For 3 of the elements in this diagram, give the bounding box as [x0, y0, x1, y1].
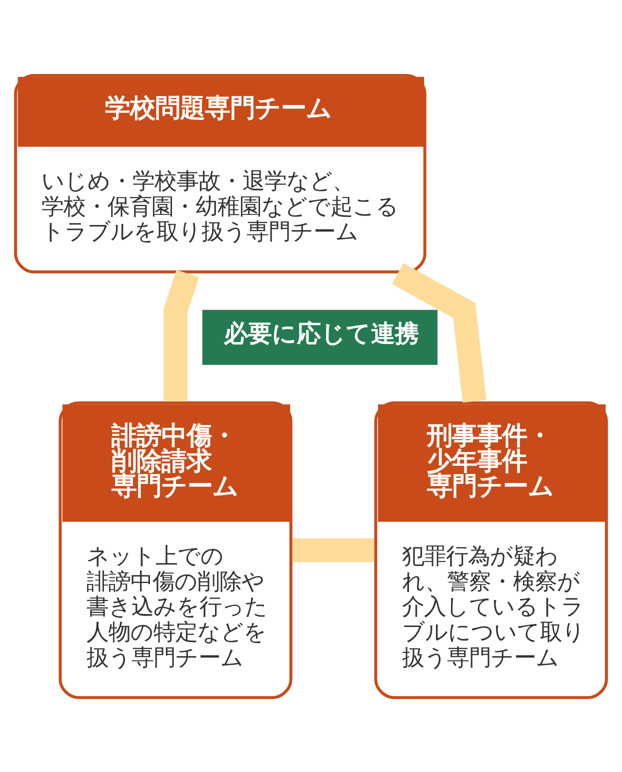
node-box: 必要に応じて連携 — [202, 309, 438, 364]
connector — [164, 269, 200, 401]
connector — [292, 538, 374, 562]
